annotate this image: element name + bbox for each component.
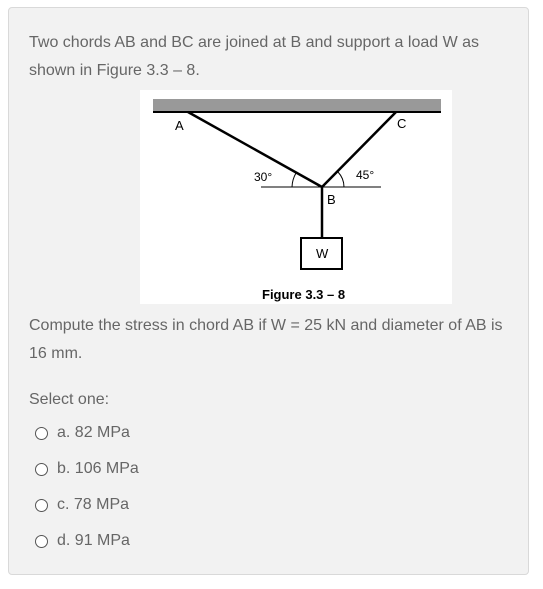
option-b[interactable]: b. 106 MPa	[35, 458, 139, 480]
option-d[interactable]: d. 91 MPa	[35, 530, 130, 552]
option-c[interactable]: c. 78 MPa	[35, 494, 129, 516]
radio-button[interactable]	[35, 426, 48, 440]
chord-bc	[321, 111, 397, 188]
radio-button[interactable]	[35, 534, 48, 548]
truss-diagram: A C B W 30° 45° Figure 3.3 – 8	[153, 99, 441, 302]
option-label: c. 78 MPa	[57, 496, 130, 513]
angle-label-45: 45°	[356, 168, 374, 182]
option-label: d. 91 MPa	[57, 532, 130, 549]
question-intro: Two chords AB and BC are joined at B and…	[29, 34, 480, 79]
select-one-label: Select one:	[29, 391, 110, 408]
angle-label-30: 30°	[254, 170, 272, 184]
truss-figure: A C B W 30° 45° Figure 3.3 – 8	[140, 90, 452, 304]
radio-button[interactable]	[35, 462, 48, 476]
radio-button[interactable]	[35, 498, 48, 512]
option-a[interactable]: a. 82 MPa	[35, 422, 130, 444]
load-box	[300, 237, 343, 270]
chord-ab	[187, 110, 323, 189]
angle-arc-30	[291, 172, 297, 188]
option-label: a. 82 MPa	[57, 424, 130, 441]
angle-arc-45	[337, 171, 345, 188]
question-prompt: Compute the stress in chord AB if W = 25…	[29, 317, 503, 362]
option-label: b. 106 MPa	[57, 460, 139, 477]
label-w: W	[316, 246, 329, 261]
question-card: Two chords AB and BC are joined at B and…	[8, 7, 529, 575]
label-b: B	[327, 192, 336, 207]
label-c: C	[397, 116, 406, 131]
figure-caption: Figure 3.3 – 8	[262, 287, 345, 302]
ceiling-support	[153, 99, 441, 111]
label-a: A	[175, 118, 184, 133]
